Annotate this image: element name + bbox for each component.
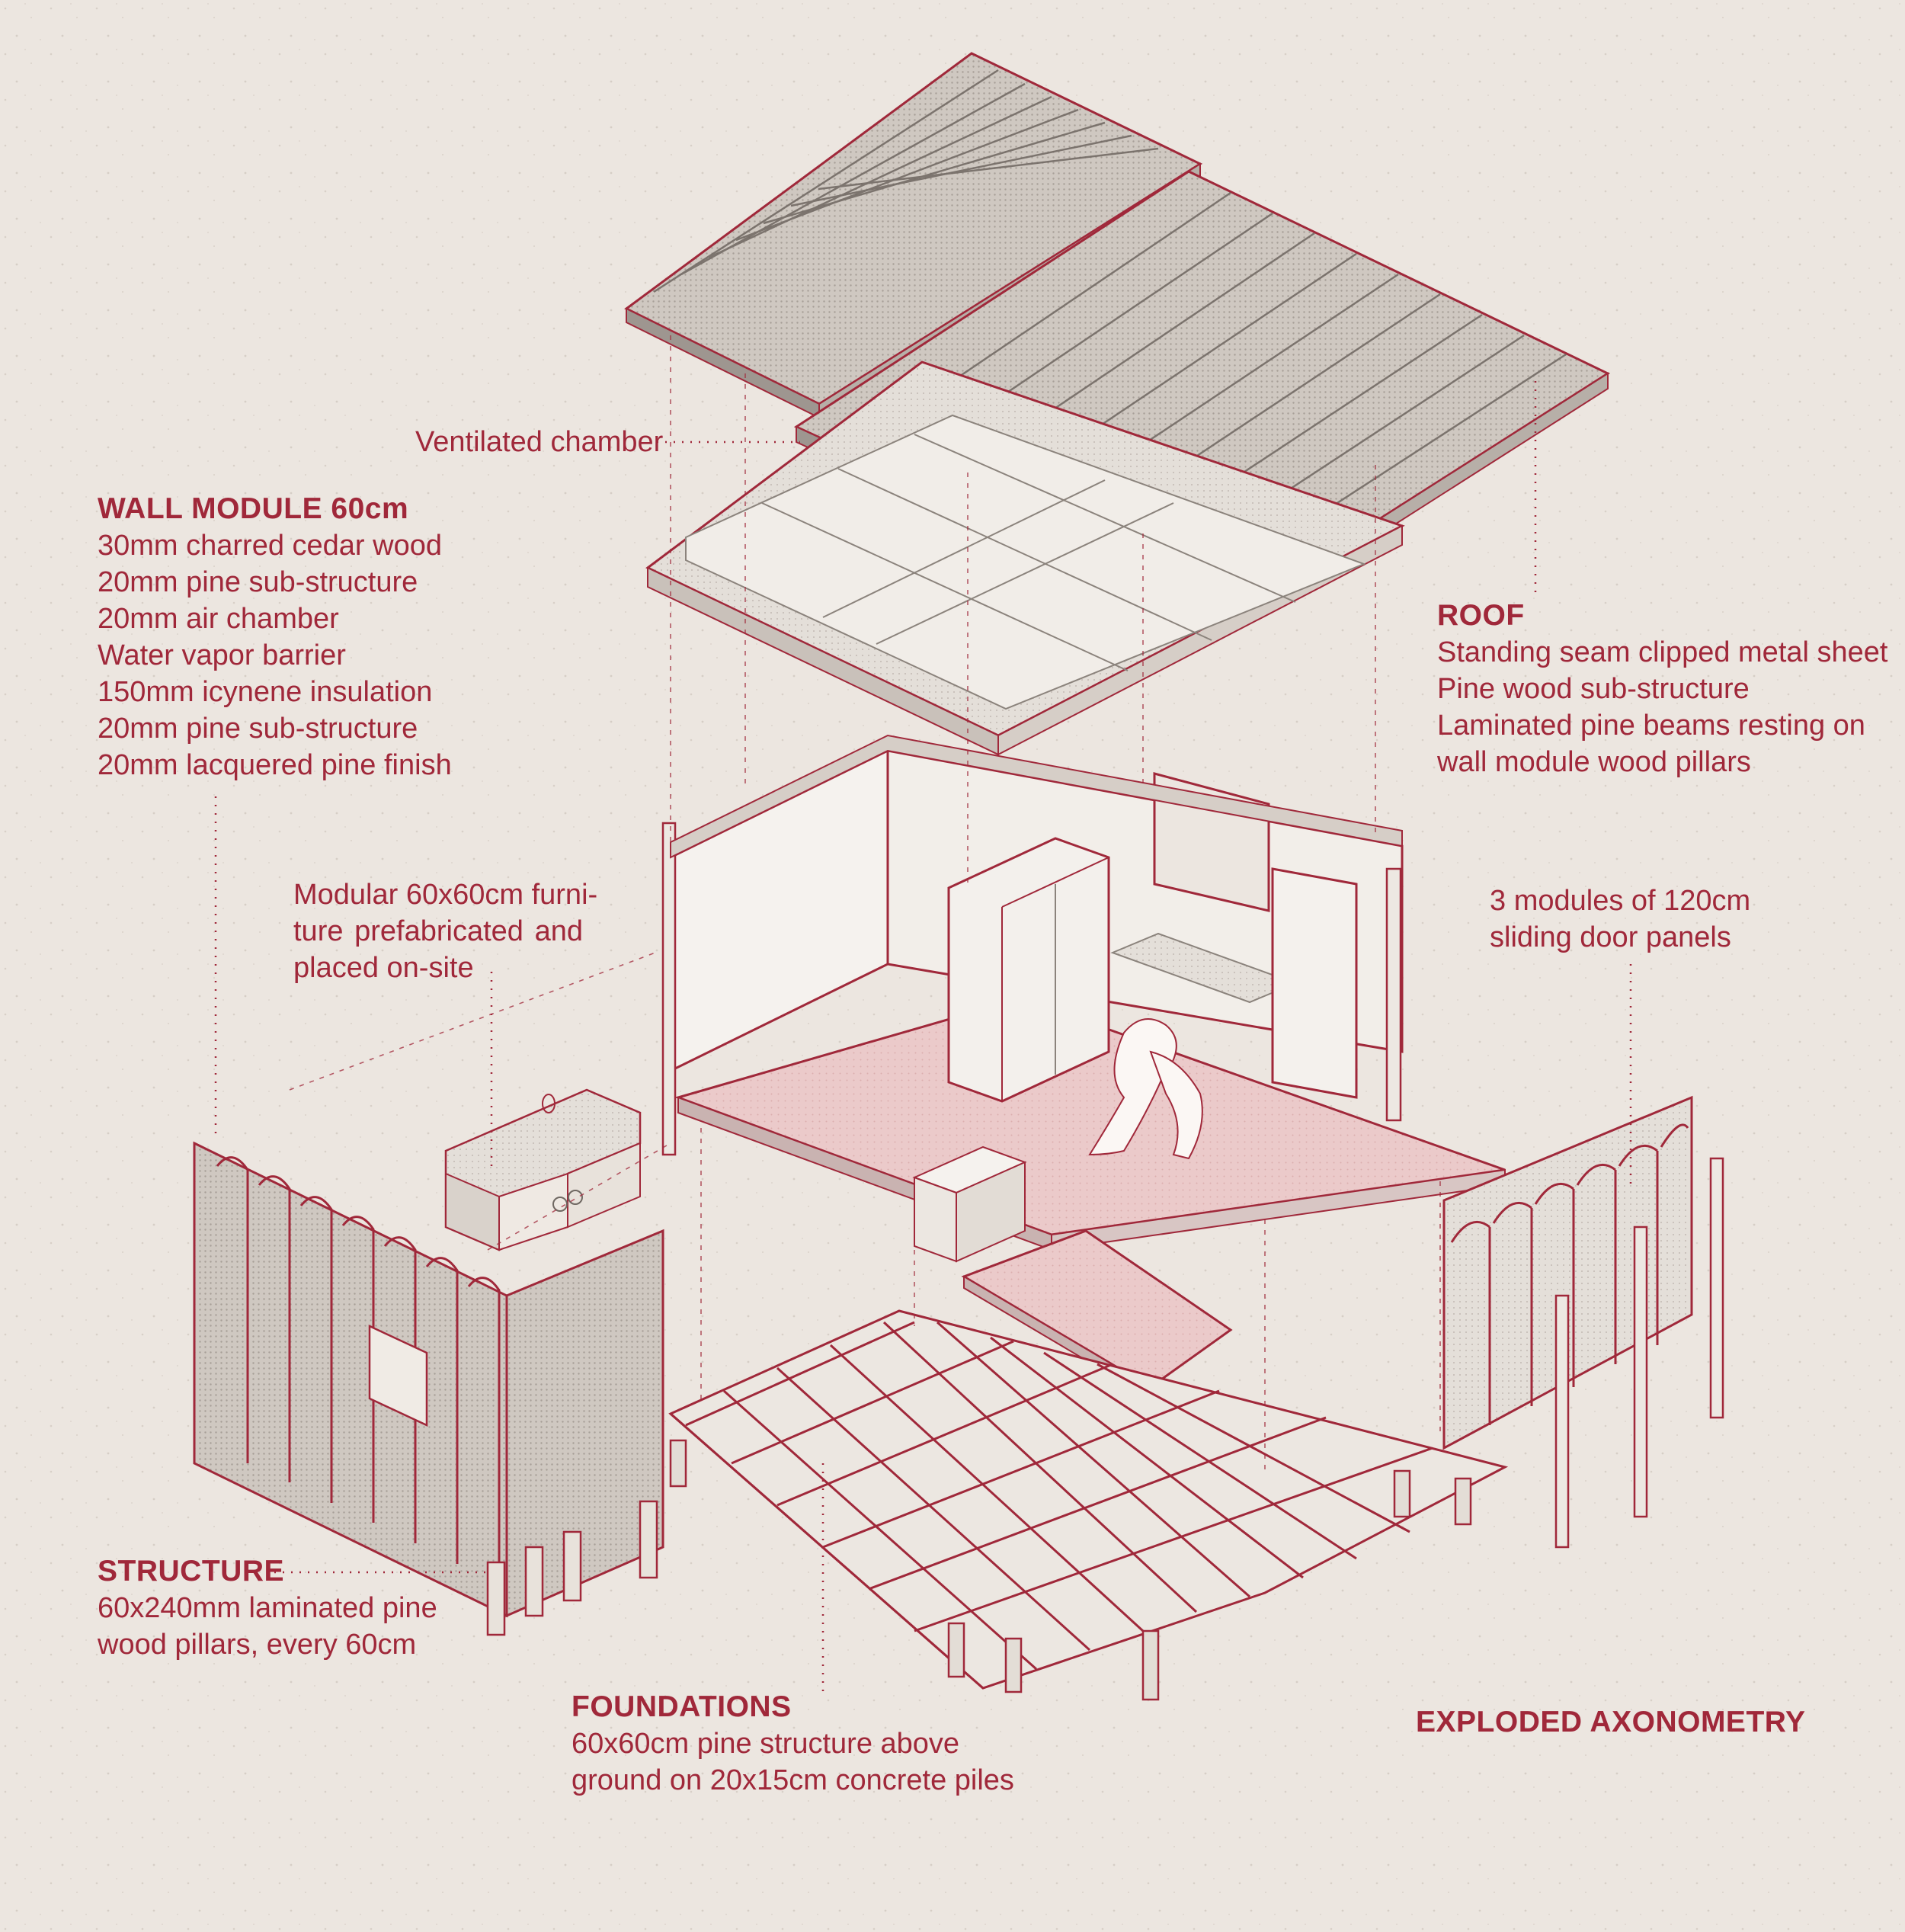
structure-wall [193,1141,664,1636]
sliding-doors-annotation: 3 modules of 120cm sliding door panels [1490,883,1750,956]
foundations-annotation: FOUNDATIONS 60x60cm pine structure above… [572,1689,1014,1799]
roof-line: Pine wood sub-structure [1437,673,1750,705]
roof-line: Standing seam clipped metal sheet [1437,636,1888,668]
wall-module-annotation: WALL MODULE 60cm 30mm charred cedar wood… [98,491,452,783]
roof-frame [645,360,1405,756]
wall-module-line: Water vapor barrier [98,639,346,671]
foundations-grid [668,1309,1509,1701]
sliding-doors-line: sliding door panels [1490,921,1731,953]
furniture-annotation: Modular 60x60cm furni- ture prefabricate… [293,876,598,986]
structure-annotation: STRUCTURE 60x240mm laminated pine wood p… [98,1553,437,1663]
diagram-title: EXPLODED AXONOMETRY [1416,1704,1806,1741]
dancing-couple-figure [1088,1018,1203,1160]
ventilated-chamber-label: Ventilated chamber [415,426,664,458]
roof-title: ROOF [1437,599,1525,632]
furniture-line: Modular 60x60cm furni- [293,879,598,911]
kitchen-module [444,1088,642,1251]
furniture-line: ture prefabricated and [293,915,583,947]
foundations-line: 60x60cm pine structure above [572,1728,960,1760]
roof-annotation: ROOF Standing seam clipped metal sheet P… [1437,598,1887,780]
wall-module-line: 150mm icynene insulation [98,676,433,708]
furniture-line: placed on-site [293,952,474,984]
roof-line: Laminated pine beams resting on [1437,710,1865,742]
structure-line: wood pillars, every 60cm [98,1629,417,1661]
diagram-title-text: EXPLODED AXONOMETRY [1416,1706,1806,1738]
wall-module-line: 20mm air chamber [98,603,339,635]
leader-lines [214,381,1632,1696]
corner-pillar-right [1385,867,1402,1122]
structure-line: 60x240mm laminated pine [98,1592,437,1624]
foundations-line: ground on 20x15cm concrete piles [572,1764,1014,1796]
structure-title: STRUCTURE [98,1555,284,1588]
sliding-doors-line: 3 modules of 120cm [1490,885,1751,917]
roof-line: wall module wood pillars [1437,746,1751,778]
projection-lines [289,335,1441,1471]
wall-module-line: 20mm lacquered pine finish [98,749,452,781]
wall-module-line: 20mm pine sub-structure [98,713,418,745]
corner-pillar-left [661,822,677,1156]
wall-module-line: 20mm pine sub-structure [98,566,418,598]
wall-module-title: WALL MODULE 60cm [98,492,409,525]
sliding-door-panels [1442,1095,1724,1549]
main-room [661,734,1506,1400]
wall-module-line: 30mm charred cedar wood [98,530,442,562]
foundations-title: FOUNDATIONS [572,1690,792,1723]
